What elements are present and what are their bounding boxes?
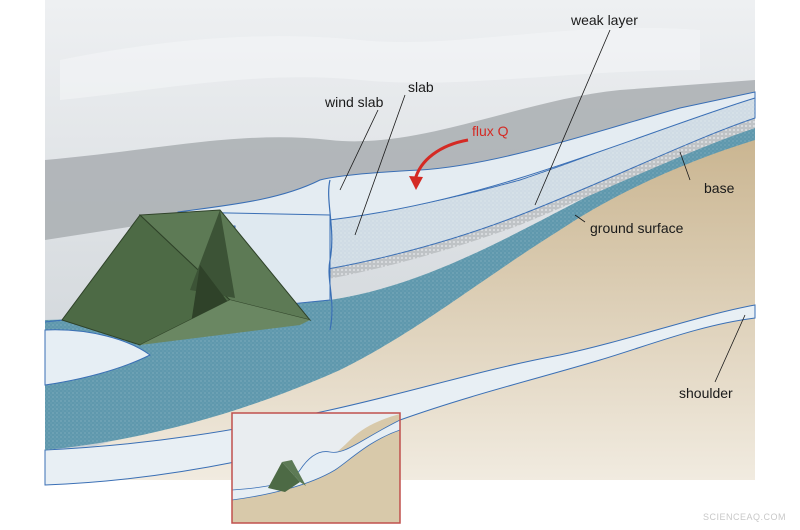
watermark: SCIENCEAQ.COM: [703, 512, 786, 522]
dark-cloud-band: [45, 80, 755, 240]
wind-slab: [177, 91, 756, 227]
base-layer-texture: [45, 125, 755, 450]
inset-border: [231, 412, 401, 524]
leader-shoulder: [714, 314, 746, 383]
inset-overview: [231, 412, 401, 524]
label-weak-layer: weak layer: [570, 12, 638, 28]
inset-tent-icon: [268, 460, 306, 492]
flux-arrow: [413, 138, 469, 181]
flux-arrowhead-icon: [409, 176, 423, 190]
tent-icon: [61, 209, 312, 346]
leader-wind-slab: [339, 109, 379, 191]
leader-ground-surface: [574, 214, 586, 223]
snow-mound-left: [44, 329, 151, 386]
label-base: base: [704, 180, 735, 196]
fracture-line: [328, 179, 333, 331]
label-wind-slab: wind slab: [324, 94, 384, 110]
label-shoulder: shoulder: [679, 385, 733, 401]
label-slab: slab: [408, 79, 434, 95]
leader-slab: [354, 94, 406, 236]
leader-base: [679, 151, 691, 181]
slab-texture: [235, 95, 755, 280]
label-flux: flux Q: [472, 123, 509, 139]
cloud-wisp: [60, 27, 700, 100]
leader-weak-layer: [534, 29, 611, 206]
label-ground-surface: ground surface: [590, 220, 684, 236]
